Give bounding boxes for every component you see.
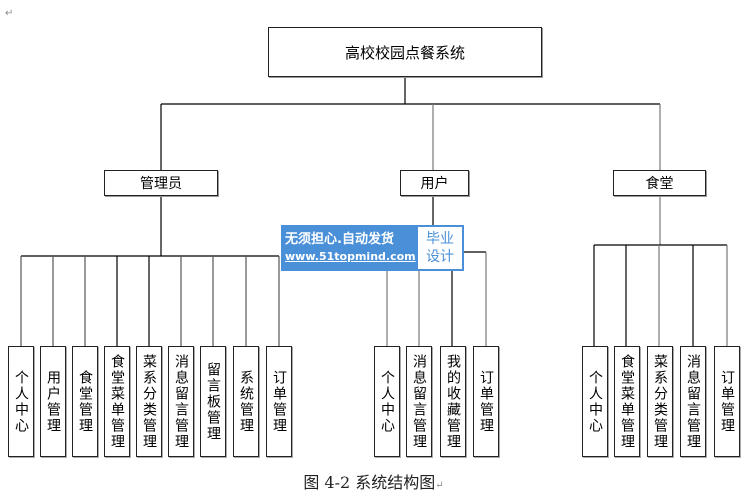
leaf-node: 订单管理 (714, 346, 740, 457)
leaf-node: 留言板管理 (200, 346, 226, 457)
watermark-badge: 毕业 设计 (418, 227, 462, 269)
leaf-label: 个人中心 (13, 369, 29, 434)
watermark-banner[interactable]: 无须担心.自动发货 www.51topmind.com 毕业 设计 (281, 225, 464, 271)
leaf-label: 用户管理 (45, 369, 61, 434)
leaf-label: 个人中心 (379, 369, 395, 434)
branch-label: 管理员 (140, 176, 182, 192)
leaf-label: 订单管理 (478, 369, 494, 434)
leaf-node: 消息留言管理 (680, 346, 706, 457)
paragraph-mark-icon: ↵ (5, 8, 14, 19)
figure-caption: 图 4-2 系统结构图↵ (0, 469, 747, 493)
leaf-node: 食堂菜单管理 (104, 346, 130, 457)
leaf-node: 消息留言管理 (168, 346, 194, 457)
leaf-node: 个人中心 (582, 346, 608, 457)
leaf-label: 订单管理 (271, 369, 287, 434)
root-label: 高校校园点餐系统 (344, 43, 465, 62)
leaf-node: 消息留言管理 (406, 346, 432, 457)
branch-label: 用户 (420, 176, 449, 192)
leaf-label: 食堂菜单管理 (109, 353, 125, 450)
leaf-label: 食堂菜单管理 (619, 353, 635, 450)
leaf-node: 菜系分类管理 (647, 346, 673, 457)
branch-label: 食堂 (645, 176, 674, 192)
leaf-label: 菜系分类管理 (141, 353, 157, 450)
leaf-node: 用户管理 (40, 346, 66, 457)
leaf-node: 食堂管理 (72, 346, 98, 457)
branch-node-user: 用户 (400, 170, 469, 196)
leaf-node: 我的收藏管理 (440, 346, 466, 457)
leaf-label: 我的收藏管理 (445, 353, 461, 450)
branch-node-admin: 管理员 (104, 170, 218, 196)
watermark-url-link[interactable]: www.51topmind.com (285, 250, 416, 263)
caption-text: 图 4-2 系统结构图 (303, 473, 436, 492)
leaf-label: 订单管理 (719, 369, 735, 434)
paragraph-mark-icon: ↵ (435, 480, 444, 491)
leaf-node: 菜系分类管理 (136, 346, 162, 457)
leaf-label: 消息留言管理 (173, 353, 189, 450)
leaf-node: 个人中心 (374, 346, 400, 457)
leaf-node: 个人中心 (8, 346, 34, 457)
watermark-text: 无须担心.自动发货 www.51topmind.com (281, 225, 416, 271)
badge-line: 毕业 (426, 231, 454, 247)
leaf-label: 系统管理 (238, 369, 254, 434)
leaf-label: 消息留言管理 (411, 353, 427, 450)
badge-line: 设计 (426, 249, 454, 265)
leaf-node: 订单管理 (266, 346, 292, 457)
leaf-node: 系统管理 (233, 346, 259, 457)
leaf-label: 个人中心 (587, 369, 603, 434)
leaf-label: 消息留言管理 (685, 353, 701, 450)
leaf-label: 食堂管理 (77, 369, 93, 434)
leaf-node: 订单管理 (473, 346, 499, 457)
leaf-label: 菜系分类管理 (652, 353, 668, 450)
root-node: 高校校园点餐系统 (268, 27, 542, 77)
leaf-node: 食堂菜单管理 (614, 346, 640, 457)
watermark-slogan: 无须担心.自动发货 (285, 232, 394, 247)
leaf-label: 留言板管理 (205, 361, 221, 442)
branch-node-canteen: 食堂 (613, 170, 706, 196)
